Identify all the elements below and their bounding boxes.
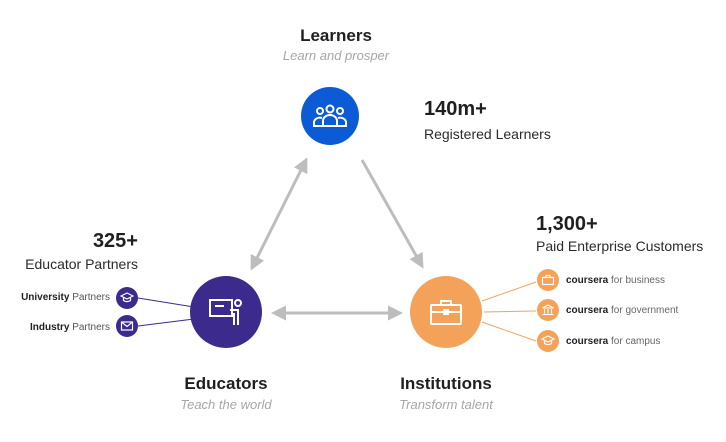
partner-industry-bold: Industry [29, 322, 70, 333]
offering-business-label: for business [611, 275, 665, 286]
learners-subtitle: Learn and prosper [282, 48, 390, 63]
partner-industry: Industry Partners [0, 322, 110, 333]
graduation-cap-icon [120, 292, 134, 303]
industry-connector [137, 318, 195, 327]
government-building-icon [542, 304, 554, 316]
learners-stat-value: 140m+ [424, 98, 487, 120]
offering-campus-chip [537, 330, 559, 352]
partner-university-chip [116, 287, 138, 309]
educators-stat-label: Educator Partners [25, 256, 138, 272]
learners-stat-label: Registered Learners [424, 126, 551, 142]
partner-university-bold: University [21, 292, 70, 303]
partner-university: University Partners [0, 292, 110, 303]
university-connector [137, 297, 195, 308]
coursera-logo: coursera [566, 305, 609, 316]
educators-stat-value: 325+ [92, 230, 138, 252]
learners-institutions-arrow [360, 159, 424, 269]
envelope-icon [120, 321, 134, 331]
institutions-title: Institutions [400, 374, 492, 393]
educators-subtitle: Teach the world [180, 397, 272, 412]
campus-connector [481, 321, 537, 342]
offering-campus: coursera for campus [566, 336, 661, 347]
learners-node [301, 87, 359, 145]
institutions-stat-value: 1,300+ [536, 213, 598, 235]
offering-campus-label: for campus [611, 336, 661, 347]
offering-business: coursera for business [566, 275, 665, 286]
offering-government-chip [537, 299, 559, 321]
educators-title: Educators [184, 374, 268, 393]
offering-government-label: for government [611, 305, 679, 316]
graduation-cap-icon [541, 335, 555, 346]
institutions-node [410, 276, 482, 348]
partner-university-rest: Partners [72, 292, 110, 303]
briefcase-icon [541, 274, 555, 286]
educators-node [190, 276, 262, 348]
government-connector [483, 310, 537, 313]
learners-group-icon [313, 104, 347, 127]
learners-title: Learners [300, 26, 372, 45]
teacher-board-icon [209, 299, 242, 325]
offering-government: coursera for government [566, 305, 678, 316]
offering-business-chip [537, 269, 559, 291]
business-connector [481, 281, 537, 302]
coursera-logo: coursera [566, 275, 609, 286]
educators-learners-arrow [250, 157, 308, 271]
coursera-logo: coursera [566, 336, 609, 347]
institutions-subtitle: Transform talent [399, 397, 493, 412]
partner-industry-chip [116, 315, 138, 337]
institutions-stat-label: Paid Enterprise Customers [536, 238, 704, 254]
briefcase-icon [430, 300, 462, 325]
partner-industry-rest: Partners [72, 322, 110, 333]
